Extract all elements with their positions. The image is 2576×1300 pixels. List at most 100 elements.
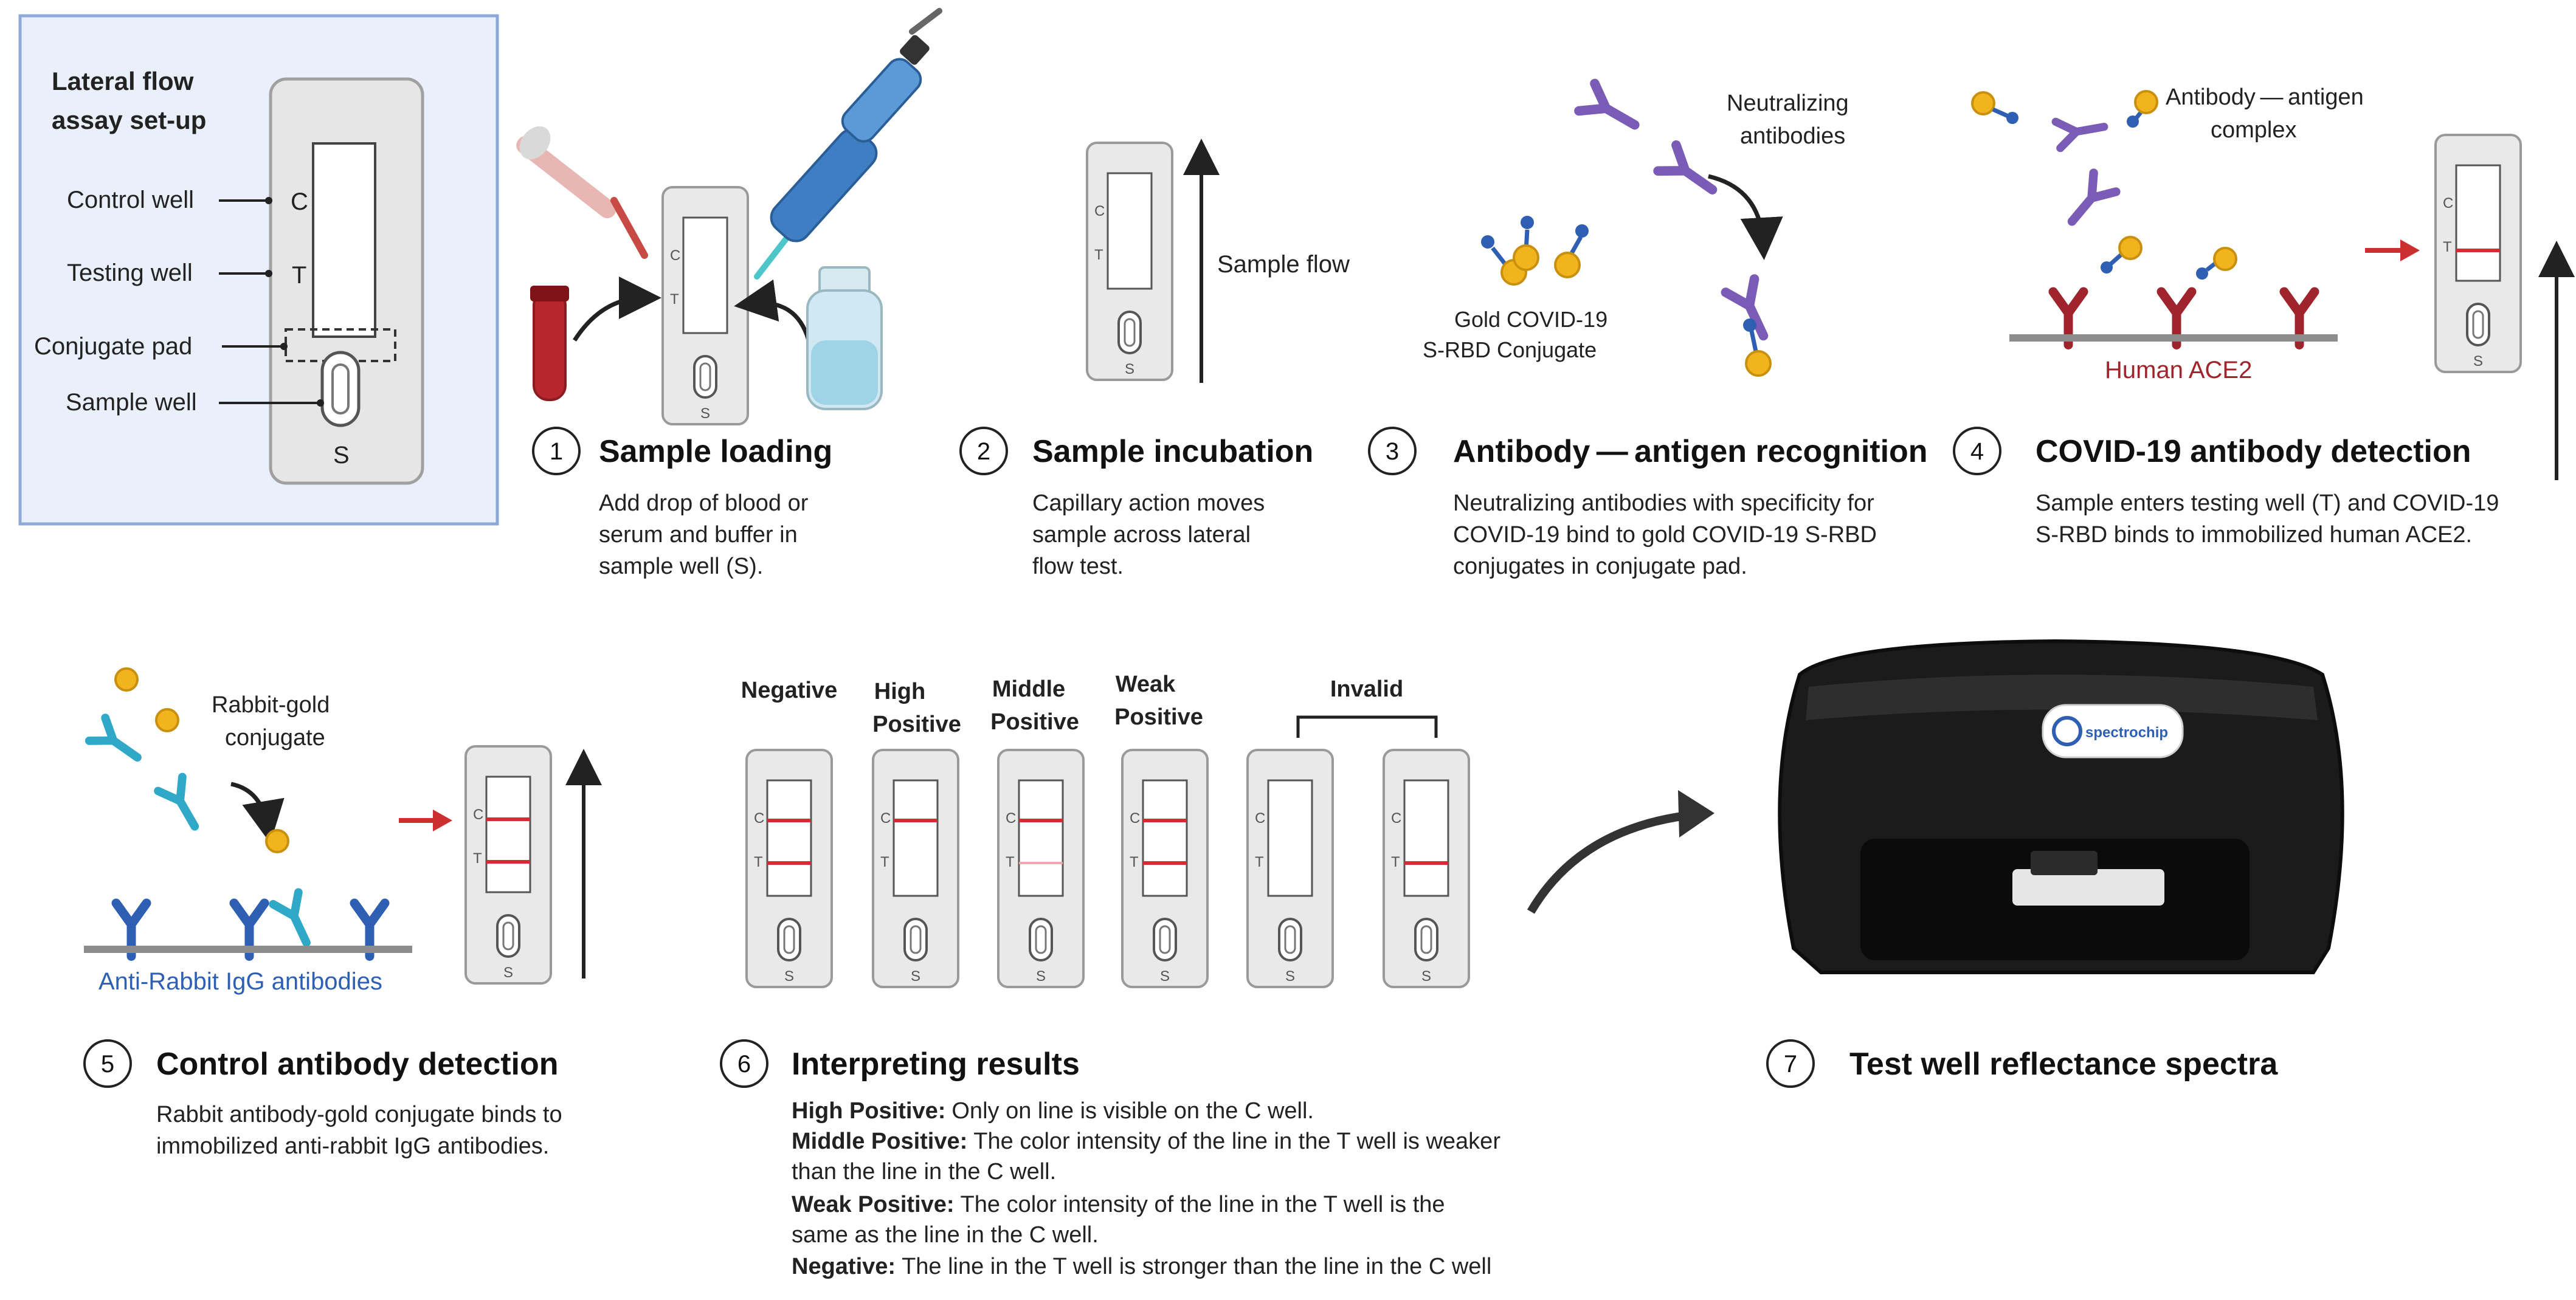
step-3-desc-line1: Neutralizing antibodies with specificity… <box>1453 490 1874 516</box>
cassette-letter-t: T <box>1391 854 1400 870</box>
interpretation-negative: Negative:The line in the T well is stron… <box>792 1254 1491 1279</box>
blood-tube-icon <box>530 286 569 400</box>
cassette-letter-s: S <box>2473 353 2483 370</box>
step-7-number: 7 <box>1784 1051 1797 1078</box>
step5-illustration: Rabbit-gold conjugate Anti-Rabbit IgG an… <box>84 669 584 995</box>
interpretation-middle-term: Middle Positive: <box>792 1129 967 1154</box>
setup-cassette: C T S <box>271 79 423 483</box>
step-7-caption: 7 Test well reflectance spectra <box>1767 1040 2278 1087</box>
complex-icon <box>1972 91 2157 231</box>
invalid-bracket <box>1298 717 1436 738</box>
rabbit-gold-icon <box>89 669 207 833</box>
header-middle-line1: Middle <box>992 676 1065 702</box>
interpretation-middle-cont: than the line in the C well. <box>792 1159 1056 1185</box>
step-2-desc-line1: Capillary action moves <box>1032 490 1265 516</box>
cassette-letter-c: C <box>1130 810 1140 827</box>
step-4-number: 4 <box>1970 438 1984 465</box>
ace2-label: Human ACE2 <box>2105 357 2252 383</box>
step-3-desc-line2: COVID-19 bind to gold COVID-19 S-RBD <box>1453 522 1877 548</box>
step-7-title: Test well reflectance spectra <box>1849 1047 2278 1082</box>
header-weak-line1: Weak <box>1116 672 1176 697</box>
cassette-letter-s: S <box>1125 361 1134 377</box>
interpretation-middle: Middle Positive:The color intensity of t… <box>792 1129 1500 1154</box>
cassette-letter-c: C <box>670 247 680 264</box>
step2-illustration: Sample flow <box>1087 143 1350 383</box>
header-invalid: Invalid <box>1330 676 1403 702</box>
cassette-letter-t: T <box>1255 854 1264 870</box>
interpretation-high-term: High Positive: <box>792 1098 945 1124</box>
cassette-letter-c: C <box>1391 810 1401 827</box>
cassette-letter-t: T <box>2443 239 2452 255</box>
cassette-letter-t: T <box>670 291 679 308</box>
dropper-icon <box>513 120 644 255</box>
arrow-to-device <box>1531 814 1696 912</box>
step-5-number: 5 <box>101 1051 114 1078</box>
cassette-letter-s: S <box>1421 968 1431 985</box>
setup-title-line1: Lateral flow <box>52 67 194 95</box>
cassette-letter-t: T <box>473 850 482 867</box>
step-4-caption: 4 COVID-19 antibody detection Sample ent… <box>1954 428 2499 548</box>
cassette-letter-s: S <box>1285 968 1295 985</box>
bound-rabbit-icon <box>266 830 319 949</box>
cassette-letter-c: C <box>1094 203 1105 219</box>
igg-surface <box>84 946 412 953</box>
setup-letter-s: S <box>333 442 350 469</box>
cassette-letter-t: T <box>754 854 763 870</box>
step-5-title: Control antibody detection <box>156 1047 559 1082</box>
spectrochip-device: spectrochip <box>1780 641 2342 972</box>
setup-label-sample-well: Sample well <box>66 389 197 416</box>
step3-illustration: Neutralizing antibodies Gold COVID-19 S-… <box>1423 83 1849 376</box>
rabbit-gold-label-line1: Rabbit-gold <box>212 692 330 718</box>
arrow-buffer-to-cassette <box>751 303 809 340</box>
step-4-desc-line2: S-RBD binds to immobilized human ACE2. <box>2036 522 2472 548</box>
bound-antibody-icon <box>1725 279 1778 376</box>
cassette-letter-c: C <box>2443 195 2453 212</box>
step-1-desc-line2: serum and buffer in <box>599 522 798 548</box>
step-6-caption: 6 Interpreting results High Positive:Onl… <box>721 1040 1500 1279</box>
step4-illustration: Antibody — antigen complex Human ACE2 <box>1972 84 2557 480</box>
step1-illustration <box>513 11 939 424</box>
cassette-letter-t: T <box>880 854 889 870</box>
setup-label-control-well: Control well <box>67 187 194 213</box>
neutralizing-label-line2: antibodies <box>1740 123 1845 149</box>
step-1-title: Sample loading <box>599 434 832 469</box>
step-4-title: COVID-19 antibody detection <box>2036 434 2471 469</box>
setup-panel: Lateral flow assay set-up C T S Control … <box>20 16 497 524</box>
cassette-letter-c: C <box>473 806 483 823</box>
step-6-number: 6 <box>737 1051 751 1078</box>
cassette-letter-s: S <box>1036 968 1046 985</box>
step-1-number: 1 <box>550 438 563 465</box>
step-3-desc-line3: conjugates in conjugate pad. <box>1453 554 1747 579</box>
header-weak-line2: Positive <box>1114 704 1203 730</box>
step-6-title: Interpreting results <box>792 1047 1080 1082</box>
free-antibody-icon <box>1579 83 1721 202</box>
neutralizing-label-line1: Neutralizing <box>1727 91 1849 116</box>
cassette-letter-c: C <box>1006 810 1016 827</box>
step-2-desc-line2: sample across lateral <box>1032 522 1251 548</box>
arrow-rabbit-binding <box>231 784 268 827</box>
setup-title-line2: assay set-up <box>52 106 206 134</box>
cassette-letter-c: C <box>754 810 764 827</box>
cassette-letter-t: T <box>1130 854 1139 870</box>
arrow-blood-to-cassette <box>575 298 644 340</box>
cassette-letter-t: T <box>1094 247 1103 263</box>
rabbit-gold-label-line2: conjugate <box>225 725 325 751</box>
interpretation-weak-cont: same as the line in the C well. <box>792 1222 1099 1248</box>
step-1-desc-line1: Add drop of blood or <box>599 490 809 516</box>
step-1-caption: 1 Sample loading Add drop of blood or se… <box>533 428 832 579</box>
step-2-caption: 2 Sample incubation Capillary action mov… <box>961 428 1313 579</box>
gold-conjugate-label-line2: S-RBD Conjugate <box>1423 337 1597 362</box>
interpretation-weak-term: Weak Positive: <box>792 1192 955 1217</box>
cassette-letter-s: S <box>700 405 710 422</box>
setup-letter-c: C <box>291 188 308 215</box>
cassette-letter-s: S <box>784 968 794 985</box>
setup-letter-t: T <box>292 262 306 289</box>
gold-conjugate-label-line1: Gold COVID-19 <box>1454 307 1607 332</box>
cassette-letter-c: C <box>880 810 891 827</box>
cassette-letter-s: S <box>503 965 513 981</box>
header-middle-line2: Positive <box>990 709 1079 735</box>
pipette-icon <box>757 11 939 277</box>
arrow-binding <box>1708 176 1763 243</box>
ace2-surface <box>2009 334 2338 342</box>
